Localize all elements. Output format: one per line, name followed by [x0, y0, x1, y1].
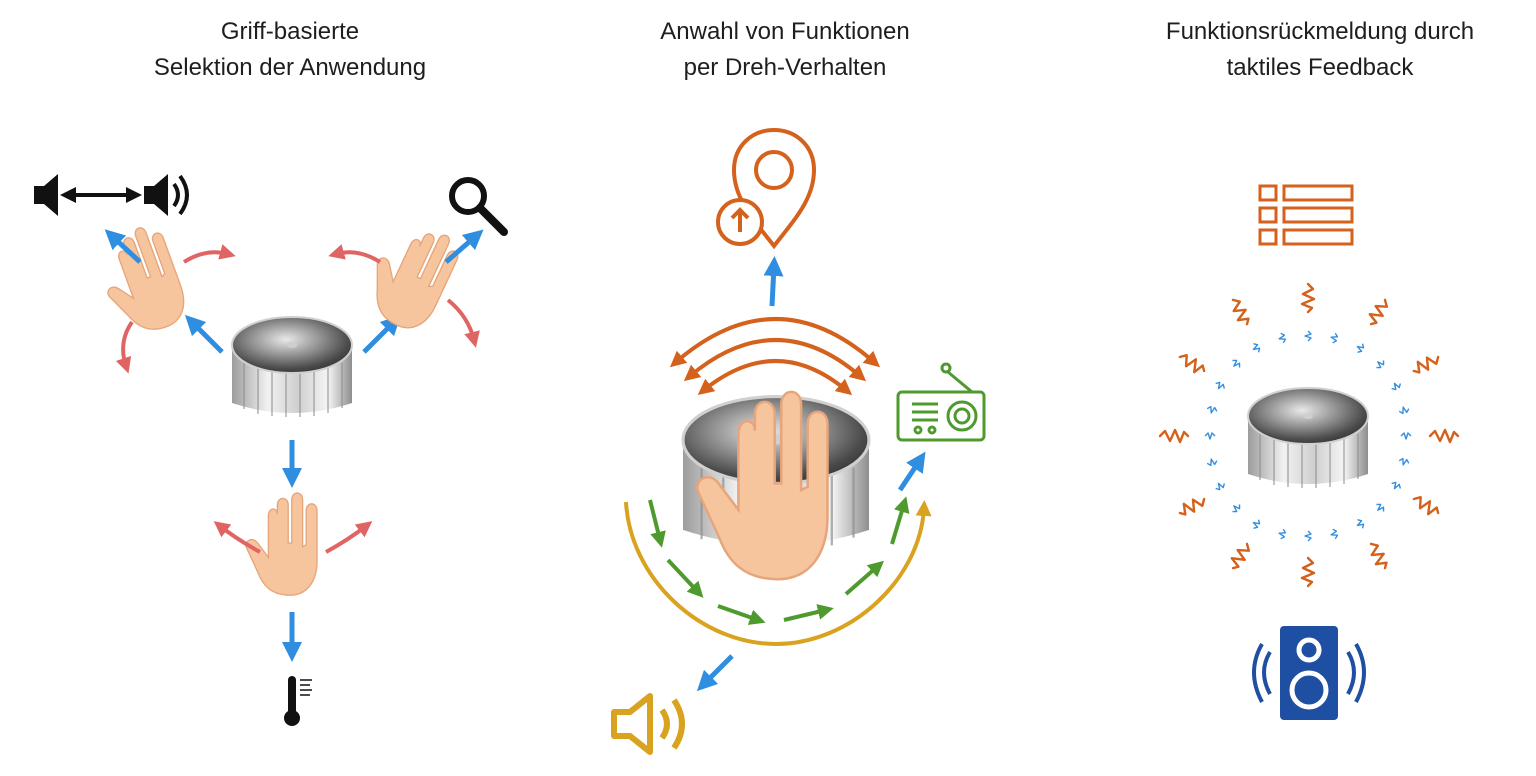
rotation-arrow — [328, 244, 382, 264]
arrow-to-speaker — [696, 654, 734, 692]
rotation-arc — [669, 317, 881, 368]
title-line: Griff-basierte — [220, 18, 360, 45]
rotation-arrow — [325, 521, 373, 554]
rotation-arrow — [115, 320, 134, 374]
title-line: per Dreh-Verhalten — [683, 54, 887, 81]
arrow-to-radio — [897, 451, 926, 492]
panel-title-tactile-feedback: Funktionsrückmeldung durch taktiles Feed… — [1130, 14, 1510, 86]
rotation-arrow — [182, 244, 236, 264]
title-line: Anwahl von Funktionen — [660, 18, 910, 45]
list-icon — [1258, 184, 1354, 246]
thermometer-icon — [284, 676, 312, 726]
title-line: taktiles Feedback — [1226, 54, 1414, 81]
rotary-knob — [1247, 387, 1369, 489]
flat-hand — [245, 492, 318, 596]
rotation-arrow — [446, 298, 480, 348]
search-icon — [449, 177, 508, 236]
green-step-arrows — [648, 496, 910, 625]
arrow-to-search — [444, 229, 484, 264]
pointer-hand — [89, 220, 193, 343]
panel-2-rotation-selection — [611, 127, 986, 755]
rotation-arc — [697, 359, 853, 396]
arrow-to-pointer-grip — [184, 314, 224, 354]
rotary-knob — [231, 316, 353, 418]
arrow-to-volume — [104, 229, 142, 264]
arrow-to-navigation — [763, 256, 784, 307]
panel-1-grip-selection — [34, 174, 508, 726]
selection-arc — [624, 500, 932, 647]
panel-title-rotation-selection: Anwahl von Funktionen per Dreh-Verhalten — [590, 14, 980, 86]
title-line: Selektion der Anwendung — [153, 54, 427, 81]
location-pin-icon — [716, 127, 817, 250]
rotation-arrow — [213, 521, 261, 554]
speaker-icon — [611, 693, 685, 755]
radio-icon — [896, 362, 986, 442]
rotation-arc — [683, 338, 867, 382]
arrow-to-pinch-grip — [362, 314, 402, 354]
volume-range-icon — [34, 174, 189, 216]
pinch-hand — [356, 213, 466, 338]
loudspeaker-icon — [1252, 626, 1366, 720]
panel-title-grip-selection: Griff-basierte Selektion der Anwendung — [100, 14, 480, 86]
title-line: Funktionsrückmeldung durch — [1165, 18, 1475, 45]
panel-3-tactile-feedback — [1158, 184, 1460, 720]
